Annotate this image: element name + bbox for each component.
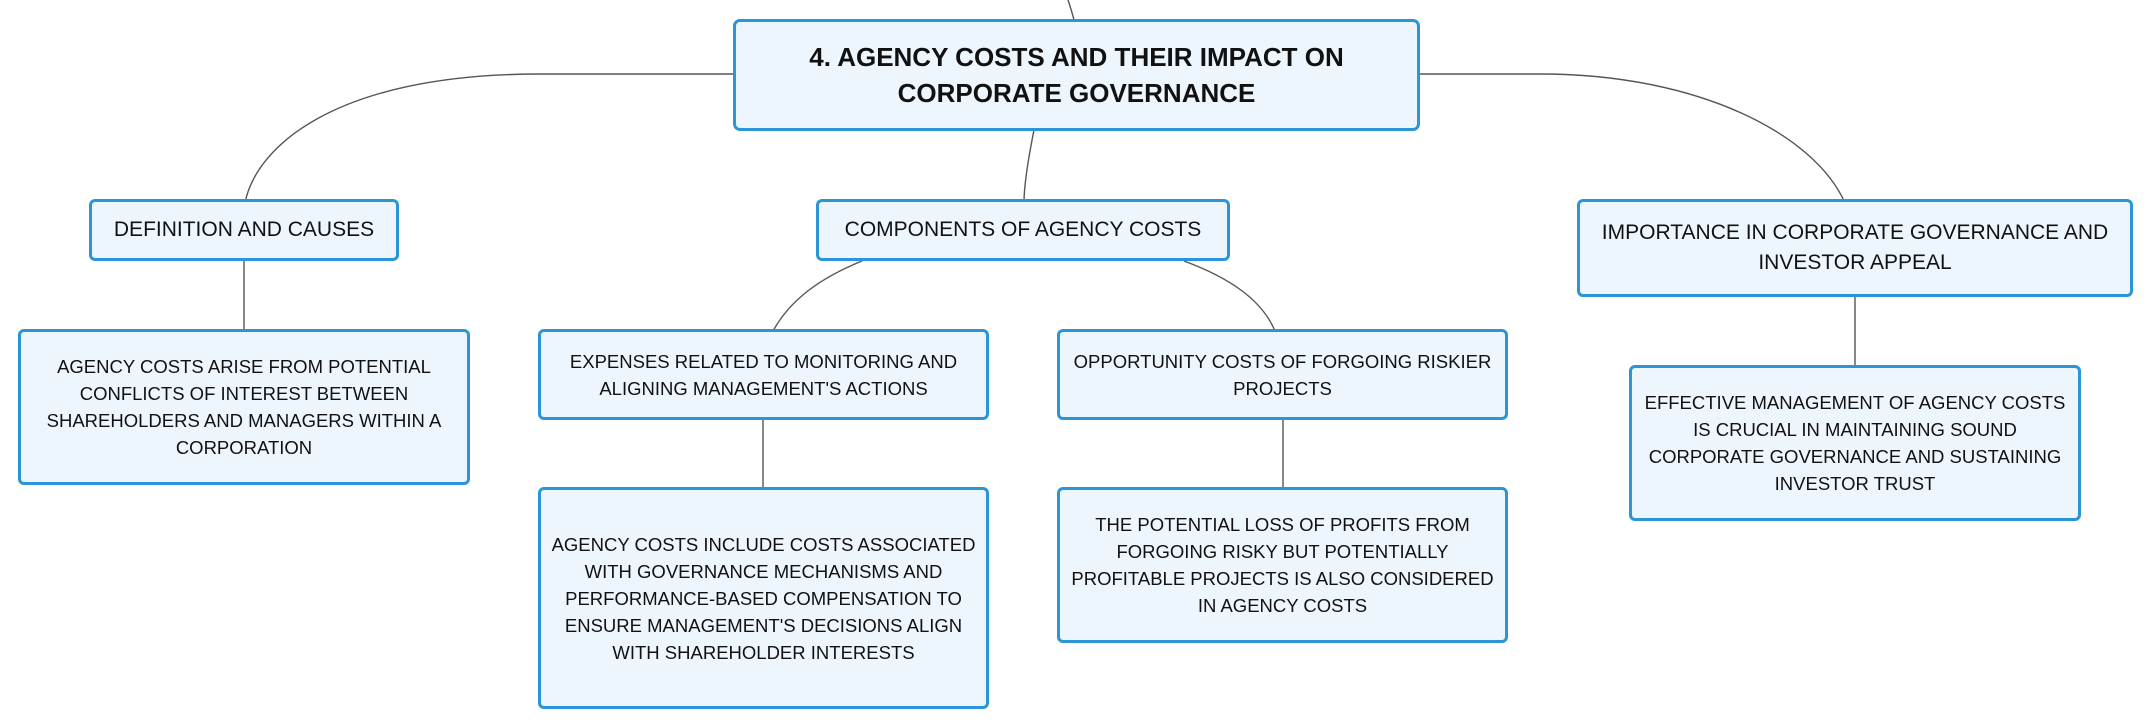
connector-parent-to-root <box>1067 0 1075 21</box>
components-of-agency-costs-node[interactable]: COMPONENTS OF AGENCY COSTS <box>816 199 1230 261</box>
opportunity-detail-node[interactable]: THE POTENTIAL LOSS OF PROFITS FROM FORGO… <box>1057 487 1508 643</box>
connector-components-to-monitoring <box>772 260 863 332</box>
monitoring-expenses-label: EXPENSES RELATED TO MONITORING AND ALIGN… <box>569 350 958 399</box>
connector-components-to-opportunity <box>1183 260 1276 332</box>
importance-detail-node[interactable]: EFFECTIVE MANAGEMENT OF AGENCY COSTS IS … <box>1629 365 2081 521</box>
monitoring-detail-node[interactable]: AGENCY COSTS INCLUDE COSTS ASSOCIATED WI… <box>538 487 989 709</box>
opportunity-detail-text: THE POTENTIAL LOSS OF PROFITS FROM FORGO… <box>1071 514 1494 616</box>
importance-in-governance-node[interactable]: IMPORTANCE IN CORPORATE GOVERNANCE AND I… <box>1577 199 2133 297</box>
definition-and-causes-label: DEFINITION AND CAUSES <box>113 218 375 241</box>
components-of-agency-costs-label: COMPONENTS OF AGENCY COSTS <box>844 218 1202 241</box>
opportunity-costs-node[interactable]: OPPORTUNITY COSTS OF FORGOING RISKIER PR… <box>1057 329 1508 420</box>
central-topic-node[interactable]: 4. AGENCY COSTS AND THEIR IMPACT ON CORP… <box>733 19 1420 131</box>
connector-root-to-importance <box>1419 73 1846 204</box>
importance-detail-text: EFFECTIVE MANAGEMENT OF AGENCY COSTS IS … <box>1644 392 2066 494</box>
opportunity-costs-label: OPPORTUNITY COSTS OF FORGOING RISKIER PR… <box>1073 350 1492 399</box>
connector-root-to-definition <box>244 73 735 204</box>
definition-and-causes-node[interactable]: DEFINITION AND CAUSES <box>89 199 399 261</box>
definition-detail-node[interactable]: AGENCY COSTS ARISE FROM POTENTIAL CONFLI… <box>18 329 470 485</box>
definition-detail-text: AGENCY COSTS ARISE FROM POTENTIAL CONFLI… <box>46 356 442 458</box>
monitoring-expenses-node[interactable]: EXPENSES RELATED TO MONITORING AND ALIGN… <box>538 329 989 420</box>
importance-in-governance-label: IMPORTANCE IN CORPORATE GOVERNANCE AND I… <box>1601 221 2109 274</box>
central-topic-title: 4. AGENCY COSTS AND THEIR IMPACT ON CORP… <box>809 42 1344 108</box>
connector-root-to-components <box>1023 129 1035 204</box>
monitoring-detail-text: AGENCY COSTS INCLUDE COSTS ASSOCIATED WI… <box>551 533 976 663</box>
